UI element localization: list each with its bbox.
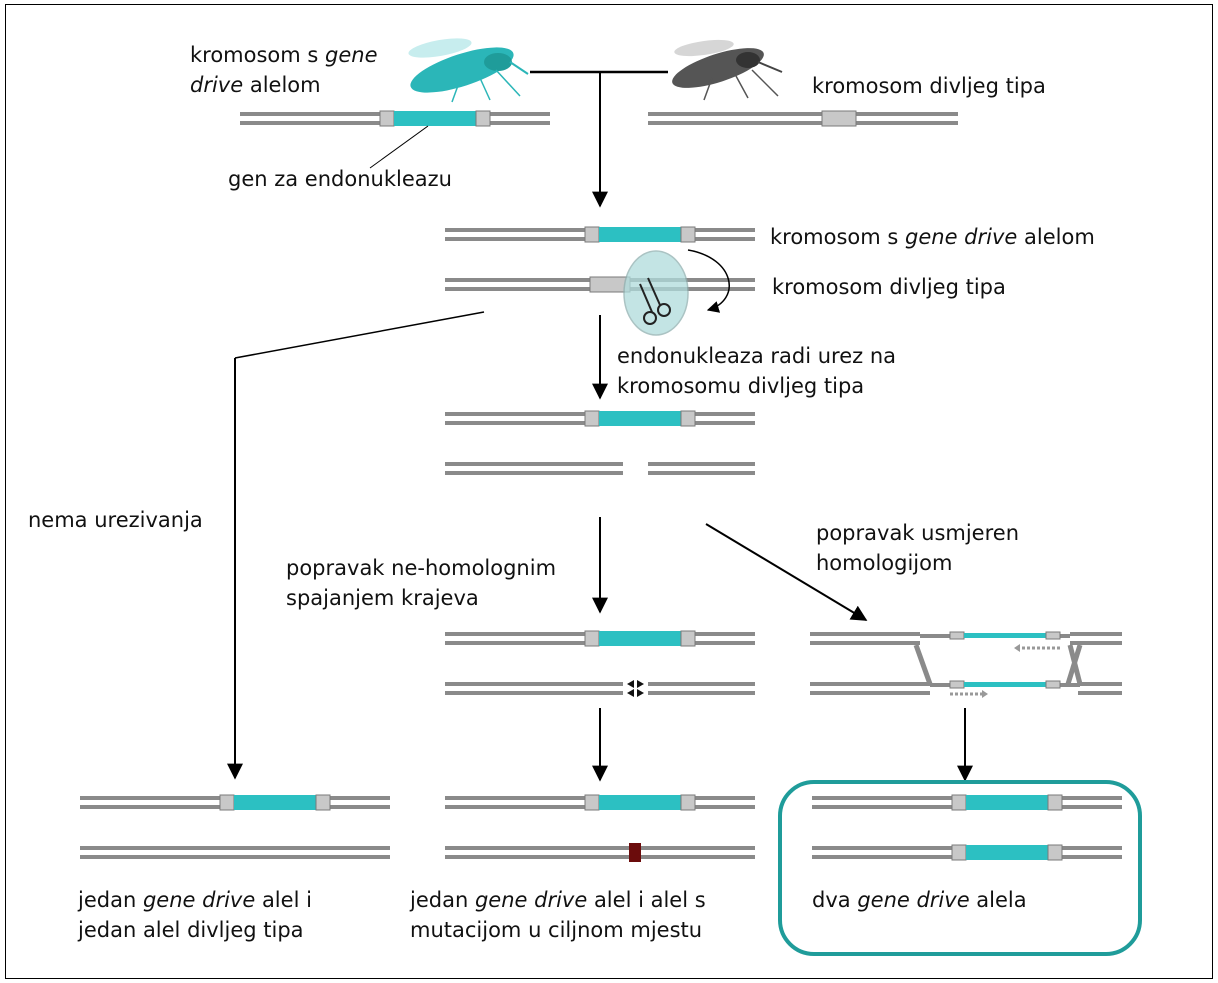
endonuclease-pointer — [369, 125, 429, 169]
cut-chromosome — [445, 462, 755, 475]
parent-gene-drive-chromosome — [239, 110, 551, 127]
gene-drive-chromosome-label: kromosom s gene drive alelom — [770, 225, 1095, 249]
no-edit-line — [234, 311, 485, 359]
outcome-3-label: dva gene drive alela — [812, 888, 1027, 912]
hdr-repair-chromosomes — [810, 631, 1122, 698]
outcome-1-wild-type-chromosome — [80, 846, 390, 859]
nhej-gene-drive-chromosome — [444, 630, 756, 647]
gene-drive-mosquito-icon — [408, 38, 529, 103]
outcome-2-mutated-chromosome — [445, 843, 755, 862]
outcome-3-chromosome-b — [811, 844, 1123, 861]
nhej-repair-chromosome — [445, 680, 755, 697]
scissors-icon — [623, 250, 689, 336]
parent-wild-type-chromosome — [648, 110, 958, 127]
outcome-1-label: jedan gene drive alel i jedan alel divlj… — [78, 888, 312, 942]
arrow-hdr — [705, 523, 868, 621]
diagram-frame — [5, 4, 1213, 979]
outcome-2-gene-drive-chromosome — [444, 794, 756, 811]
outcome-2-label: jedan gene drive alel i alel s mutacijom… — [410, 888, 706, 942]
gene-drive-parent-label: kromosom s gene drive alelom — [190, 43, 378, 97]
wild-type-chromosome — [445, 276, 755, 293]
outcome-1-gene-drive-chromosome — [79, 794, 391, 811]
highlight-box — [778, 780, 1142, 956]
outcome-3-chromosome-a — [811, 794, 1123, 811]
endonuclease-gene-label: gen za endonukleazu — [228, 167, 452, 191]
gene-drive-chromosome — [444, 226, 756, 243]
no-editing-label: nema urezivanja — [28, 508, 203, 532]
wild-type-mosquito-icon — [672, 39, 783, 101]
wild-type-chromosome-label: kromosom divljeg tipa — [772, 275, 1006, 299]
cut-stage-gene-drive-chromosome — [444, 410, 756, 427]
copy-arrow — [687, 249, 730, 313]
wild-type-parent-label: kromosom divljeg tipa — [812, 74, 1046, 98]
